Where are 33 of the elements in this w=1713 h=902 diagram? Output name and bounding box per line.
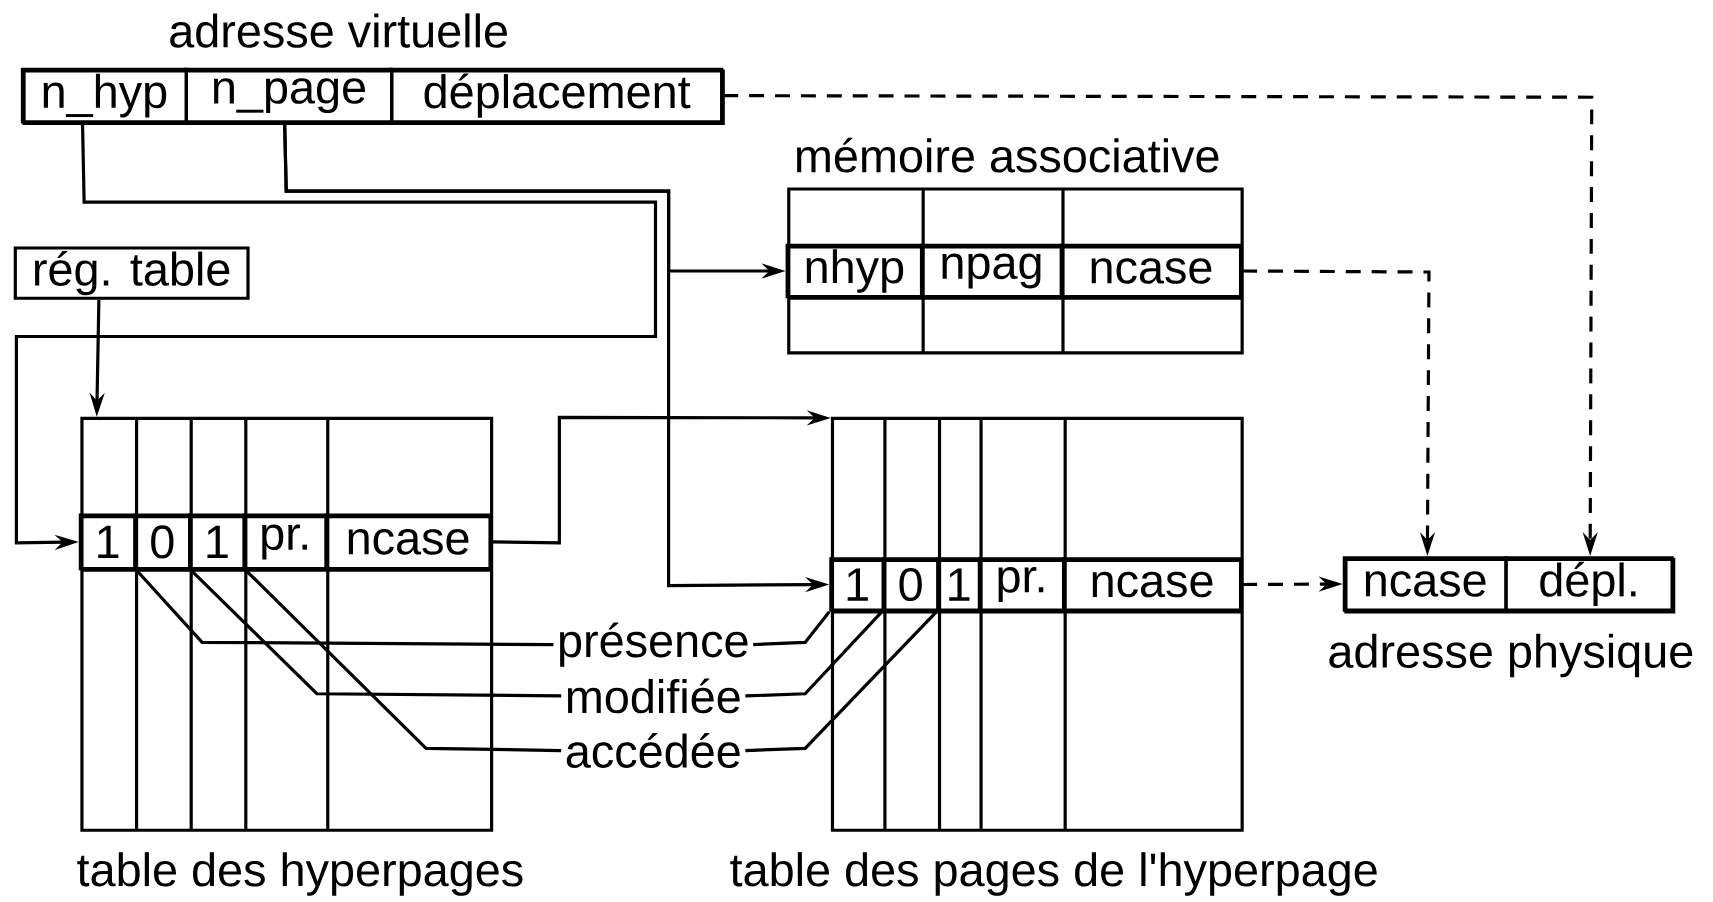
leader-text: présence xyxy=(560,622,748,667)
leader-text: accédée xyxy=(566,732,740,768)
field-cell: n_hyp xyxy=(20,67,188,124)
table-cell: pr. xyxy=(242,513,328,571)
table-cell: npag xyxy=(919,243,1063,299)
table-cell: 1 xyxy=(188,513,246,571)
table-title: adresse physique xyxy=(1329,633,1693,678)
leader-line xyxy=(190,568,562,698)
table-cell: pr. xyxy=(977,557,1066,612)
table-cell: 0 xyxy=(133,513,192,571)
leader-line xyxy=(244,568,562,752)
field-cell: dépl. xyxy=(1504,555,1674,612)
field-cell: n_page xyxy=(184,67,394,124)
table-cell: 1 xyxy=(829,557,885,612)
leader-line xyxy=(745,610,883,698)
table-cell: 1 xyxy=(936,557,982,612)
table-cell: nhyp xyxy=(785,243,924,299)
table-cell: ncase xyxy=(1059,243,1243,299)
register-box: rég. table xyxy=(13,246,250,300)
table-title: adresse virtuelle xyxy=(170,13,507,48)
leader-text: modifiée xyxy=(567,678,740,714)
table-title: table des pages de l'hyperpage xyxy=(730,851,1377,896)
table-cell: ncase xyxy=(324,513,492,571)
leader-line xyxy=(135,569,554,646)
table-title: mémoire associative xyxy=(797,137,1219,173)
field-cell: déplacement xyxy=(390,67,724,124)
table-cell: 1 xyxy=(78,513,137,571)
table-cell: ncase xyxy=(1062,557,1243,612)
table-cell: 0 xyxy=(881,557,940,612)
field-cell: ncase xyxy=(1342,555,1508,612)
table-title: table des hyperpages xyxy=(77,851,523,896)
leader-line xyxy=(753,610,831,646)
leader-line xyxy=(745,610,938,752)
